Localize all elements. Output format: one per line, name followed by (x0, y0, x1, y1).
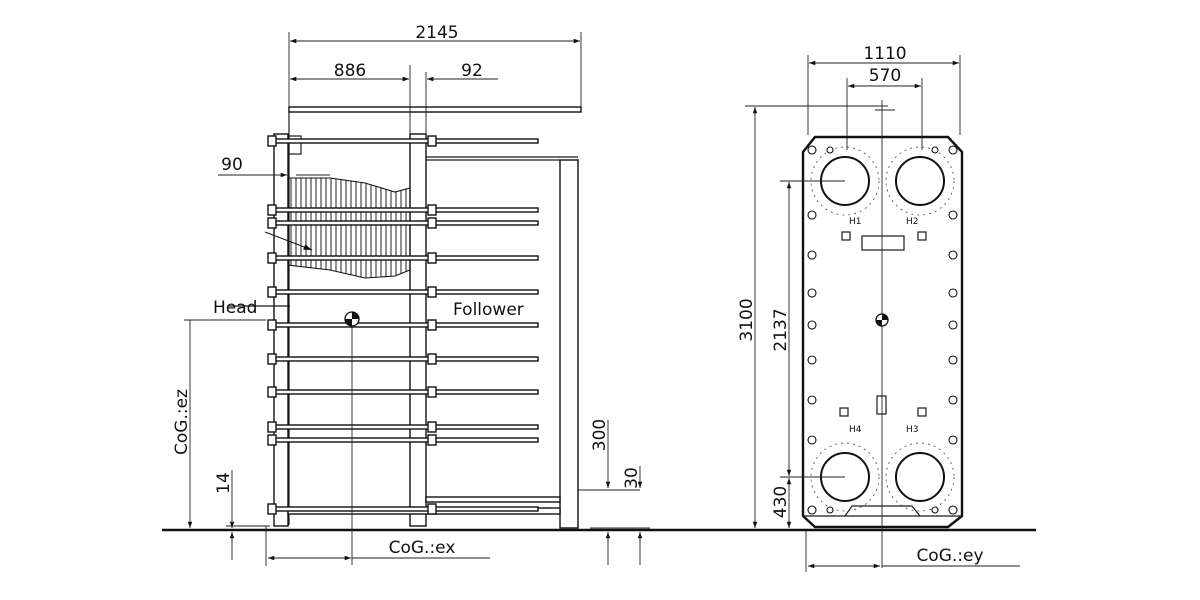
port-label-h1: H1 (849, 217, 862, 227)
dim-port-bottom: 430 (771, 486, 791, 518)
dim-front-height: 3100 (737, 298, 757, 341)
dim-port-vertical: 2137 (771, 308, 791, 351)
side-view: 2145 886 92 90 Head Follower CoG.:ez 14 … (172, 23, 650, 566)
dim-port-spacing: 570 (869, 66, 901, 86)
tightening-bolts (267, 135, 539, 515)
top-carrying-bar (288, 106, 582, 113)
cog-symbol-side (344, 311, 360, 327)
bottom-guide-bar (425, 496, 561, 503)
dim-foot-height: 30 (622, 467, 642, 489)
dim-front-width: 1110 (863, 44, 906, 64)
frame-plate (801, 135, 964, 529)
dim-cog-height: CoG.:ez (172, 389, 192, 455)
dim-cog-width: CoG.:ey (916, 546, 983, 566)
label-follower: Follower (453, 300, 524, 320)
dim-overall-width: 2145 (415, 23, 458, 43)
label-head: Head (213, 298, 257, 318)
front-view: H1 H2 H3 H4 (737, 44, 1020, 572)
follower-frame (409, 133, 427, 527)
port-label-h4: H4 (849, 425, 862, 435)
dim-cog-length: CoG.:ex (389, 538, 456, 558)
port-h3 (885, 442, 955, 512)
dim-offset-right: 92 (461, 61, 483, 81)
plate-pack (287, 177, 411, 279)
port-label-h2: H2 (906, 217, 919, 227)
dim-base-height: 14 (214, 472, 234, 494)
port-h2 (885, 146, 955, 216)
nameplate (861, 235, 905, 251)
side-bolts (807, 145, 958, 515)
cog-symbol-front (875, 313, 889, 327)
dim-frame-offset: 886 (334, 61, 366, 81)
port-label-h3: H3 (906, 425, 919, 435)
dim-plate-offset: 90 (221, 155, 243, 175)
dim-support-height: 300 (590, 419, 610, 451)
support-column (559, 159, 579, 529)
